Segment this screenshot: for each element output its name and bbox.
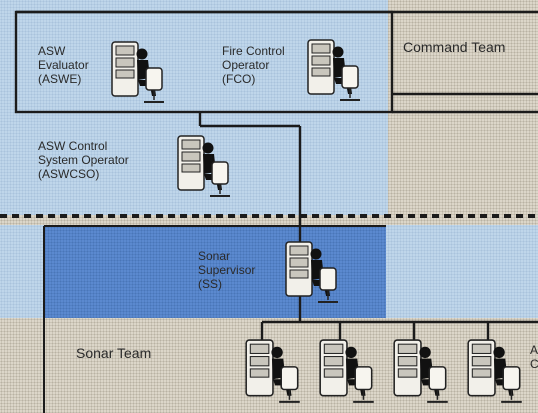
sonar-team-label: Sonar Team bbox=[76, 345, 152, 361]
command-team-label: Command Team bbox=[403, 39, 506, 55]
sonar-operator-4-workstation-icon bbox=[467, 339, 523, 403]
cutoff-label: A C bbox=[530, 343, 538, 371]
sonar-operator-3-workstation-icon bbox=[393, 339, 449, 403]
aswcso-label: ASW Control System Operator (ASWCSO) bbox=[38, 139, 129, 181]
aswe-label: ASW Evaluator (ASWE) bbox=[38, 44, 89, 86]
fco-label: Fire Control Operator (FCO) bbox=[222, 44, 285, 86]
aswcso-workstation-icon bbox=[177, 135, 231, 197]
ss-label: Sonar Supervisor (SS) bbox=[198, 249, 256, 291]
sonar-team-lower-region bbox=[0, 318, 538, 413]
anti-submarine-region bbox=[0, 0, 388, 215]
aswe-workstation-icon bbox=[111, 41, 165, 103]
sonar-operator-2-workstation-icon bbox=[319, 339, 375, 403]
fco-workstation-icon bbox=[307, 39, 361, 101]
sonar-operator-1-workstation-icon bbox=[245, 339, 301, 403]
ss-workstation-icon bbox=[285, 241, 339, 303]
